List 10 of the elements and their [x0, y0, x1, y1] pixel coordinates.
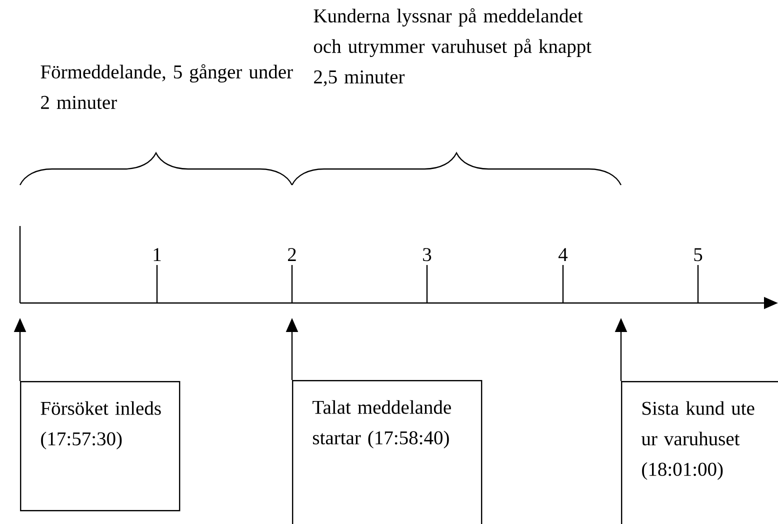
- text-box: Sista kund ute ur varuhuset (18:01:00): [621, 380, 778, 524]
- tick-label: 5: [694, 248, 702, 262]
- brace-label: Förmeddelande, 5 gånger under 2 minuter: [40, 64, 293, 109]
- text-box: Talat meddelande startar (17:58:40): [292, 380, 482, 524]
- tick-label: 2: [288, 248, 296, 261]
- text-box: Försöket inleds (17:57:30): [20, 380, 180, 512]
- brace-label: Kunderna lyssnar på meddelandet och utrymmer varuhuset på knappt 2,5 minuter: [314, 8, 592, 86]
- tick-label: 4: [558, 248, 568, 261]
- tick-label: 3: [423, 248, 432, 262]
- tick-label: 1: [154, 248, 161, 261]
